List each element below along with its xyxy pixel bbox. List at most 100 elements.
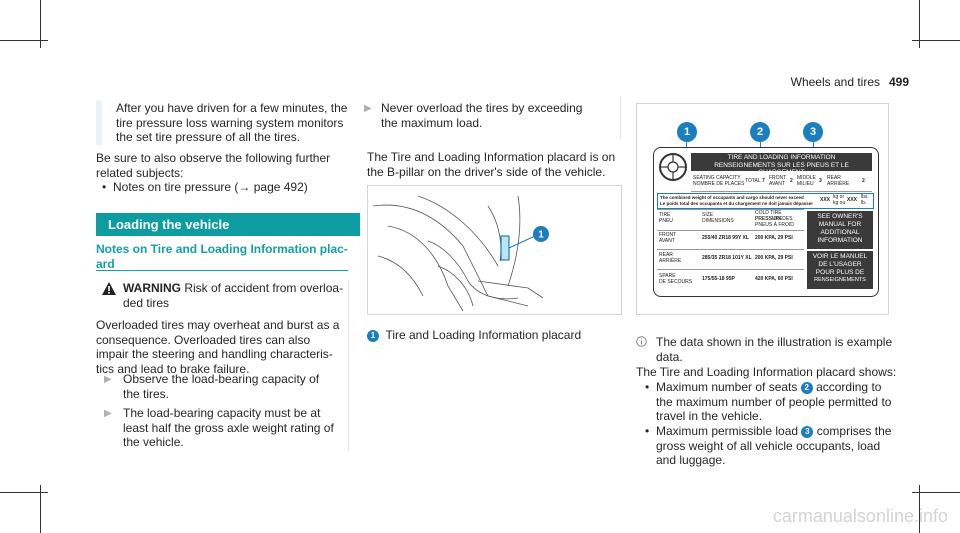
col-cold: COLD TIRE PRESSURE <box>755 210 783 222</box>
text-line: tire pressure loss warning system monito… <box>116 115 344 130</box>
bullet-max-seats: Maximum number of seats 2 according to t… <box>645 380 901 424</box>
section-name: Wheels and tires <box>790 75 880 89</box>
caption-text: Tire and Loading Information placard <box>385 328 582 342</box>
tire-table: TIRE PNEU SIZE DIMENSIONS COLD TIRE PRES… <box>657 209 804 292</box>
front-label-fr: AVANT <box>769 181 785 187</box>
col-cold-fr2: PNEUS À FROID <box>755 222 794 228</box>
seating-label-en: SEATING CAPACITY <box>693 175 741 181</box>
page-number: 499 <box>889 75 910 89</box>
rear-label: REAR <box>827 175 841 181</box>
example-note: The data shown in the illustration is ex… <box>636 335 898 364</box>
b-pillar-illustration: 1 <box>367 185 622 315</box>
bullet-link-tire-pressure[interactable]: Notes on tire pressure (→ page 492) <box>102 180 308 195</box>
text-line: The Tire and Loading Information placard… <box>367 150 616 164</box>
text-line: Observe the load-bearing capacity of <box>123 372 320 386</box>
rear-pressure: 200 KPA, 29 PSI <box>755 255 793 261</box>
text-line: MANUAL FOR <box>818 221 862 228</box>
lbs-unit-fr: lb. <box>861 200 867 206</box>
text-line: After you have driven for a few minutes,… <box>116 101 348 115</box>
divider <box>657 269 804 270</box>
callout-1-badge: 1 <box>367 329 379 342</box>
weight-text-fr: Le poids total des occupants et du charg… <box>660 201 814 206</box>
callout-3-badge: 3 <box>801 425 814 438</box>
action-arrow-icon: ▶ <box>364 103 372 114</box>
text-line: the tires. <box>123 386 170 401</box>
text-line: Never overload the tires by exceeding <box>381 101 583 115</box>
row-front: FRONT <box>659 232 677 238</box>
action-item: The load-bearing capacity must be at lea… <box>123 406 343 450</box>
section-title: Loading the vehicle <box>96 213 360 236</box>
text-line: tics and lead to brake failure. <box>96 361 250 376</box>
placard-illustration: 1 2 3 TIRE AND LOADING INFORMATION RENSE… <box>636 103 889 315</box>
crop-mark <box>919 485 920 533</box>
intro-block: After you have driven for a few minutes,… <box>96 101 364 145</box>
crop-mark <box>912 492 960 493</box>
placard-title-fr: RENSEIGNEMENTS SUR LES PNEUS ET LE CHARG… <box>714 162 849 176</box>
text-line: Notes on Tire and Loading Information pl… <box>96 242 348 256</box>
front-size: 255/40 ZR18 99Y XL <box>702 235 749 241</box>
crop-mark <box>0 492 48 493</box>
text-line: Be sure to also observe the following fu… <box>96 151 331 165</box>
total-label: TOTAL <box>745 178 761 184</box>
text-line: data. <box>656 349 683 364</box>
callout-badge-3: 3 <box>803 122 823 142</box>
row-spare-fr: DE SECOURS <box>659 279 693 285</box>
weight-text-en: The combined weight of occupants and car… <box>660 195 804 200</box>
text-line: Overloaded tires may overheat and burst … <box>96 318 340 332</box>
warning-triangle-icon <box>102 282 116 295</box>
crop-mark <box>912 40 960 41</box>
placard-title-en: TIRE AND LOADING INFORMATION <box>727 154 836 161</box>
crop-mark <box>0 40 48 41</box>
callout-badge-1: 1 <box>677 122 697 142</box>
front-value: 2 <box>790 178 793 184</box>
warning-body: Overloaded tires may overheat and burst … <box>96 318 348 376</box>
kg-unit: kg or <box>833 194 845 200</box>
see-manual-box: SEE OWNER'S MANUAL FOR ADDITIONAL INFORM… <box>807 211 873 249</box>
spare-size: 175/55-18 95P <box>702 276 735 282</box>
placard-title-bar: TIRE AND LOADING INFORMATION RENSEIGNEME… <box>691 153 872 176</box>
voir-manual-box: VOIR LE MANUEL DE L'USAGER POUR PLUS DE … <box>807 251 873 289</box>
rear-size: 285/35 ZR18 101Y XL <box>702 255 752 261</box>
crop-mark <box>40 485 41 533</box>
text-line: the vehicle. <box>123 435 184 449</box>
text-line: and luggage. <box>656 453 726 467</box>
weight-lbs-value: XXX <box>847 197 858 203</box>
text-line: POUR PLUS DE <box>815 269 865 276</box>
action-arrow-icon: ▶ <box>104 408 112 419</box>
running-header: Wheels and tires <box>791 75 880 89</box>
text-line: ADDITIONAL <box>820 229 860 236</box>
action-arrow-icon: ▶ <box>104 374 112 385</box>
subsection-title: Notes on Tire and Loading Information pl… <box>96 242 356 271</box>
divider <box>96 270 348 271</box>
lbs-unit: lbs. <box>861 194 869 200</box>
text-line: ard <box>96 256 115 271</box>
text-line: impair the steering and handling charact… <box>96 347 333 361</box>
car-interior-drawing: 1 <box>372 195 549 312</box>
callout-1-label: 1 <box>538 230 544 241</box>
warning-box: WARNING Risk of accident from overloa- d… <box>96 280 349 450</box>
text-line: travel in the vehicle. <box>656 409 763 423</box>
warning-heading: WARNING Risk of accident from overloa- d… <box>123 281 348 310</box>
text-line: the B-pillar on the driver's side of the… <box>367 164 606 179</box>
text-line: the set tire pressure of all the tires. <box>116 130 301 144</box>
tire-placard: TIRE AND LOADING INFORMATION RENSEIGNEME… <box>653 147 879 297</box>
row-rear: REAR <box>659 252 673 258</box>
row-rear-fr: ARRIÈRE <box>659 258 682 264</box>
text-line: consequence. Overloaded tires can also <box>96 332 311 347</box>
text-line: SEE OWNER'S <box>817 213 863 220</box>
text-line: related subjects: <box>96 165 184 180</box>
front-pressure: 200 KPA, 29 PSI <box>755 235 793 241</box>
total-value: 7 <box>762 178 765 184</box>
crop-mark <box>919 0 920 48</box>
divider <box>657 249 804 250</box>
warning-label: WARNING <box>123 281 181 295</box>
text-line: ded tires <box>123 295 170 310</box>
spare-pressure: 420 KPA, 60 PSI <box>755 276 793 282</box>
middle-label: MIDDLE <box>797 175 816 181</box>
action-box: ▶ Never overload the tires by exceeding … <box>356 96 621 138</box>
action-item: Observe the load-bearing capacity of the… <box>123 372 343 401</box>
text-line: VOIR LE MANUEL <box>812 253 868 260</box>
divider <box>657 230 804 231</box>
rear-value: 2 <box>862 178 865 184</box>
middle-value: 3 <box>819 178 822 184</box>
